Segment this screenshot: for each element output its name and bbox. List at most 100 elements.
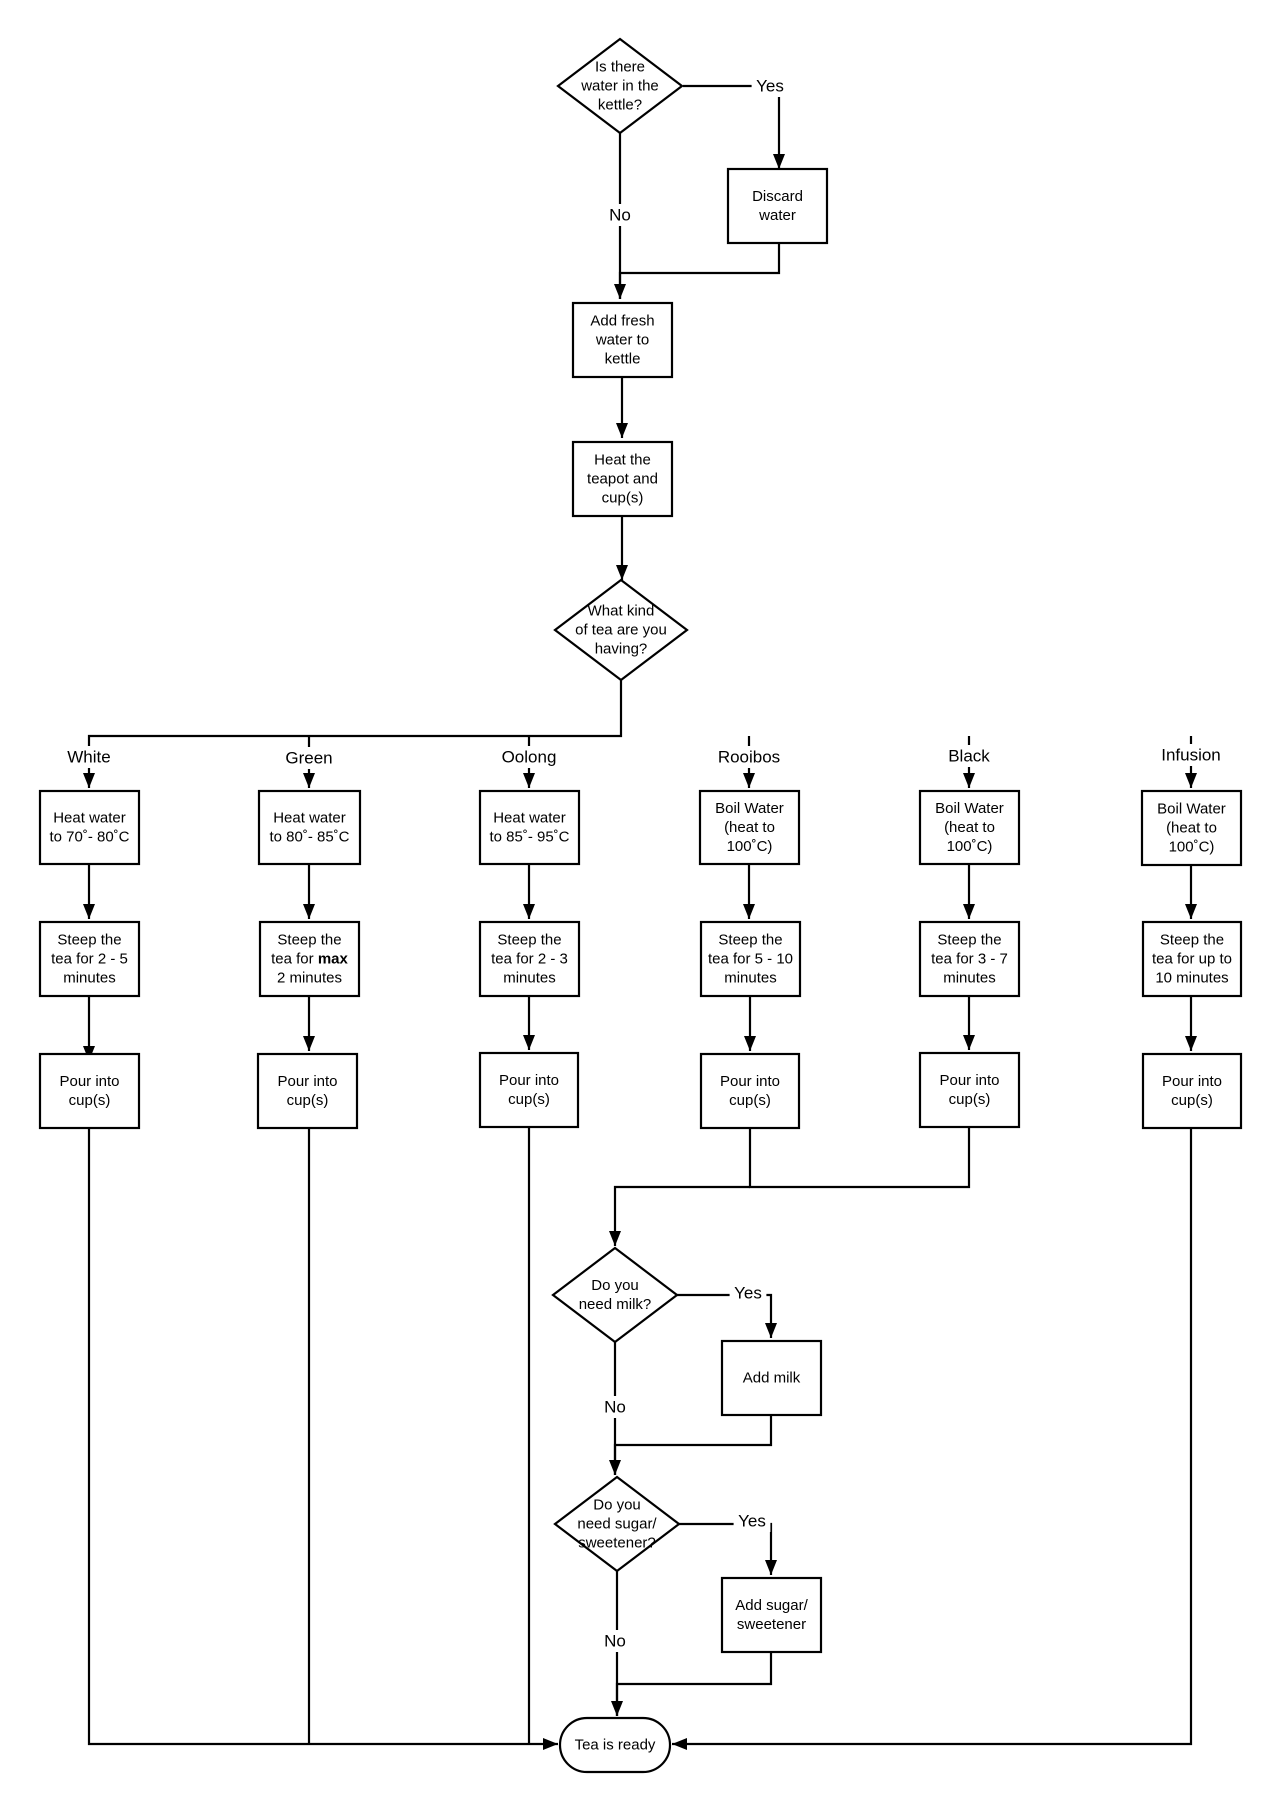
connector-28 <box>613 1415 773 1475</box>
label-background <box>496 746 562 768</box>
infusion-boil-line: (heat to <box>1166 820 1217 837</box>
infusion-steep-line: 10 minutes <box>1155 970 1228 987</box>
arrowhead-18 <box>303 1036 315 1051</box>
label-background <box>281 747 337 769</box>
process-box <box>698 789 801 866</box>
edge-label-kettle-yes: Yes <box>751 75 789 97</box>
add-milk-line: Add milk <box>743 1370 801 1387</box>
edge-label-text: Black <box>948 747 990 766</box>
infusion-steep-line: Steep the <box>1160 932 1224 949</box>
connector-31 <box>615 1652 773 1716</box>
white-heat-line: to 70˚- 80˚C <box>49 829 129 846</box>
green-pour-line: cup(s) <box>287 1092 329 1109</box>
arrowhead-21 <box>963 1035 975 1050</box>
connector-24 <box>748 1127 971 1189</box>
connector-32 <box>87 1128 558 1746</box>
arrowhead-9 <box>963 773 975 788</box>
decision-diamond <box>553 578 689 682</box>
edge-label-milk-no: No <box>601 1396 629 1418</box>
process-box <box>258 920 361 998</box>
edge-label-kettle-no: No <box>606 204 634 226</box>
edge-label-text: Yes <box>756 77 784 96</box>
label-background <box>733 1510 771 1532</box>
oolong-pour-line: cup(s) <box>508 1091 550 1108</box>
label-background <box>601 1396 629 1418</box>
add-fresh-water-line: kettle <box>605 351 641 368</box>
label-background <box>711 746 787 768</box>
edge-label-oolong: Oolong <box>496 746 562 768</box>
process-box <box>699 1052 801 1130</box>
connectors <box>83 84 1197 1750</box>
rooibos-boil-line: (heat to <box>724 819 775 836</box>
process-box <box>256 1052 359 1130</box>
infusion-boil-line: Boil Water <box>1157 801 1226 818</box>
arrowhead-1 <box>773 154 785 169</box>
arrowhead-10 <box>1185 773 1197 788</box>
process-box <box>478 789 581 866</box>
infusion-boil-line: 100˚C) <box>1169 839 1215 856</box>
black-steep-line: Steep the <box>937 932 1001 949</box>
add-sugar-text: Add sugar/sweetener <box>735 1597 808 1633</box>
tea-ready-text: Tea is ready <box>575 1737 656 1754</box>
process-box <box>571 301 674 379</box>
process-box <box>720 1576 823 1654</box>
edge-label-text: Rooibos <box>718 748 780 767</box>
green-steep-line: Steep the <box>277 932 341 949</box>
rooibos-boil-line: Boil Water <box>715 800 784 817</box>
white-heat-line: Heat water <box>53 810 126 827</box>
q-tea-kind-line: of tea are you <box>575 622 667 639</box>
edge-label-sugar-yes: Yes <box>733 1510 771 1532</box>
node-tea-ready: Tea is ready <box>558 1716 672 1774</box>
connector-6 <box>87 680 623 788</box>
process-box <box>720 1339 823 1417</box>
black-pour-line: cup(s) <box>949 1091 991 1108</box>
process-box <box>918 1051 1021 1129</box>
rooibos-steep-line: Steep the <box>718 932 782 949</box>
heat-teapot-line: Heat the <box>594 452 651 469</box>
q-milk-line: need milk? <box>579 1296 652 1313</box>
edge-label-text: Yes <box>738 1512 766 1531</box>
q-water-in-kettle-line: kettle? <box>598 97 642 114</box>
label-background <box>941 745 997 767</box>
decision-diamond <box>556 37 684 135</box>
arrowhead-2 <box>614 284 626 299</box>
terminal-pill <box>558 1716 672 1774</box>
node-white-heat: Heat water to 70˚- 80˚C <box>38 789 141 866</box>
label-background <box>601 1630 629 1652</box>
arrowhead-15 <box>963 904 975 919</box>
connector-1 <box>683 84 781 169</box>
arrowhead-20 <box>744 1036 756 1051</box>
process-box <box>478 1051 580 1129</box>
infusion-pour-line: cup(s) <box>1171 1092 1213 1109</box>
q-sugar-line: sweetener? <box>578 1535 656 1552</box>
edge-label-white: White <box>61 746 117 768</box>
edge-label-text: No <box>609 206 631 225</box>
rooibos-pour-line: Pour into <box>720 1073 780 1090</box>
process-box <box>571 440 674 518</box>
